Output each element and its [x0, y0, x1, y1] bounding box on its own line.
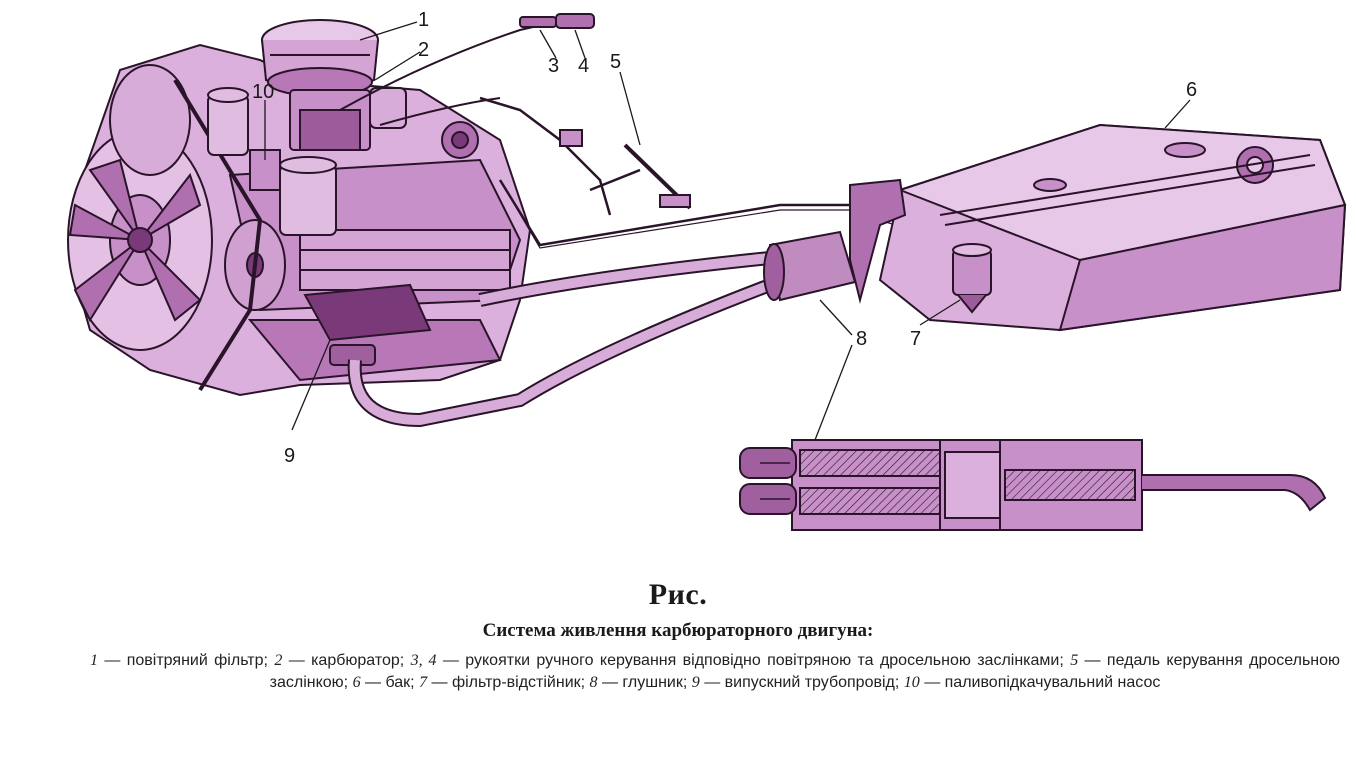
- legend-text: — повітряний фільтр;: [98, 652, 275, 669]
- legend-num: 3, 4: [410, 652, 437, 669]
- legend-text: — паливопідкачувальний насос: [919, 674, 1161, 691]
- legend-num: 8: [589, 674, 598, 691]
- callout-9: 9: [284, 445, 295, 467]
- callout-5: 5: [610, 51, 621, 73]
- legend-num: 1: [90, 652, 98, 669]
- fan-assembly: [67, 64, 286, 392]
- fuel-tank: [849, 123, 1347, 332]
- legend-text: — фільтр-відстійник;: [427, 674, 590, 691]
- callout-10: 10: [252, 81, 274, 103]
- callout-3: 3: [548, 55, 559, 77]
- figure-title: Рис.: [648, 578, 708, 611]
- legend-num: 2: [274, 652, 283, 669]
- callout-7: 7: [910, 328, 921, 350]
- callout-2: 2: [418, 39, 429, 61]
- muffler-cross-section: [739, 439, 1327, 531]
- callout-labels: 1 2 3 4 5 6 7 8 9 10: [252, 9, 1197, 467]
- leader-lines: [264, 21, 1191, 441]
- exhaust-pipes: [347, 251, 773, 428]
- callout-4: 4: [578, 55, 589, 77]
- fuel-pump: [207, 87, 337, 236]
- legend-num: 5: [1070, 652, 1079, 669]
- legend-text: — карбюратор;: [282, 652, 411, 669]
- distributor: [441, 121, 479, 159]
- legend-text: — рукоятки ручного керування відповідно …: [436, 652, 1071, 669]
- legend-num: 7: [419, 674, 428, 691]
- legend-text: — випускний трубопровід;: [699, 674, 904, 691]
- legend-text: — педаль керування дросельною заслінкою;: [269, 652, 1341, 691]
- settling-filter: [952, 243, 992, 314]
- muffler: [763, 230, 857, 302]
- legend-num: 10: [903, 674, 920, 691]
- throttle-pedal: [479, 96, 692, 216]
- legend-text: — бак;: [360, 674, 420, 691]
- figure-legend: 1 — повітряний фільтр; 2 — карбюратор; 3…: [90, 650, 1340, 694]
- callout-8: 8: [856, 328, 867, 350]
- callout-6: 6: [1186, 79, 1197, 101]
- exhaust-manifold: [303, 283, 432, 366]
- legend-text: — глушник;: [597, 674, 692, 691]
- air-filter: [261, 19, 379, 97]
- control-knobs: [519, 13, 595, 29]
- figure-subtitle: Система живлення карбюраторного двигуна:: [482, 620, 874, 641]
- legend-num: 9: [691, 674, 700, 691]
- callout-1: 1: [418, 9, 429, 31]
- legend-num: 6: [352, 674, 361, 691]
